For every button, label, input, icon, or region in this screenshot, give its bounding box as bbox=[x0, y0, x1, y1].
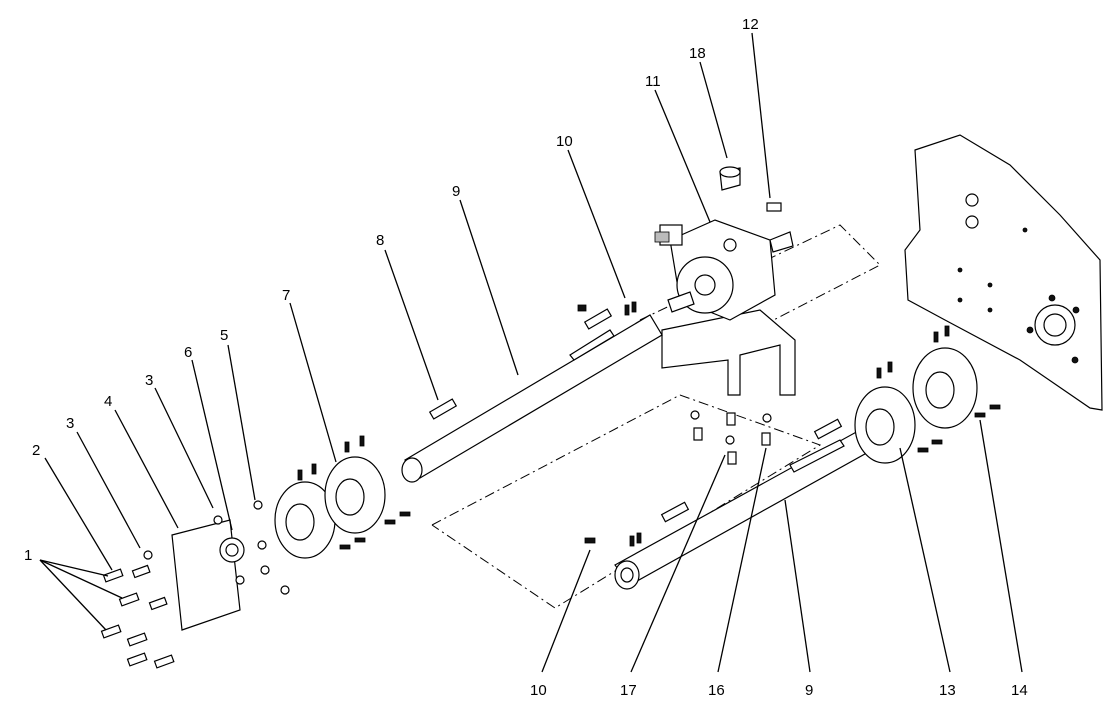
callout-7: 7 bbox=[282, 287, 290, 304]
lower-plane-outline bbox=[431, 394, 822, 609]
left-pulleys bbox=[274, 456, 386, 559]
bearing-plate bbox=[171, 519, 245, 631]
callout-9b: 9 bbox=[805, 682, 813, 699]
callout-6: 6 bbox=[184, 344, 192, 361]
leader-lines bbox=[39, 32, 1023, 673]
callout-10b: 10 bbox=[530, 682, 547, 699]
callout-3b: 3 bbox=[145, 372, 153, 389]
rear-plane-outline bbox=[639, 224, 881, 341]
callout-9a: 9 bbox=[452, 183, 460, 200]
right-pulleys bbox=[854, 347, 978, 464]
callout-18: 18 bbox=[689, 45, 706, 62]
callout-12: 12 bbox=[742, 16, 759, 33]
callout-4: 4 bbox=[104, 393, 112, 410]
callout-2: 2 bbox=[32, 442, 40, 459]
callout-13: 13 bbox=[939, 682, 956, 699]
callout-16: 16 bbox=[708, 682, 725, 699]
frame-plate bbox=[904, 134, 1103, 411]
fasteners bbox=[100, 301, 1001, 669]
callout-14: 14 bbox=[1011, 682, 1028, 699]
callout-17: 17 bbox=[620, 682, 637, 699]
callout-8: 8 bbox=[376, 232, 384, 249]
callout-11: 11 bbox=[645, 73, 661, 90]
upper-shaft bbox=[401, 308, 663, 483]
callout-3a: 3 bbox=[66, 415, 74, 432]
lower-shaft bbox=[614, 418, 873, 590]
callout-5: 5 bbox=[220, 327, 228, 344]
callout-10a: 10 bbox=[556, 133, 573, 150]
callout-1: 1 bbox=[24, 547, 32, 564]
gearbox bbox=[654, 166, 796, 396]
